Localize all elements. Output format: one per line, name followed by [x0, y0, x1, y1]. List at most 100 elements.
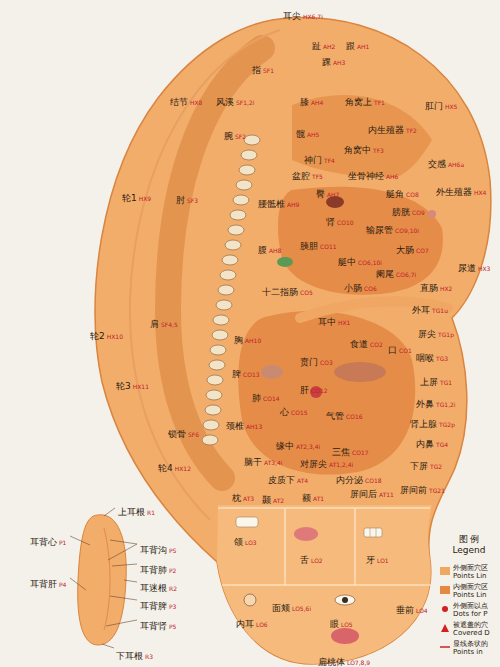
- triangle-symbol: [441, 624, 449, 632]
- point-code: SF3: [187, 197, 198, 204]
- point-name: 小肠: [344, 283, 362, 293]
- lobule: [217, 505, 432, 664]
- point-name: 颞: [262, 495, 271, 505]
- point-label: 艇角CO8: [386, 184, 419, 200]
- point-code: CO2: [370, 341, 383, 348]
- legend-swatch: [440, 586, 450, 594]
- point-name: 扁桃体: [318, 657, 345, 667]
- point-code: HX11: [133, 383, 149, 390]
- point-code: SF1,2i: [236, 99, 254, 106]
- point-code: CO18: [365, 477, 382, 484]
- point-name: 耳尖: [283, 11, 301, 21]
- point-name: 下耳根: [116, 651, 143, 661]
- point-code: CO13: [243, 371, 260, 378]
- point-label: 肺CO14: [252, 388, 280, 404]
- point-name: 肺: [252, 393, 261, 403]
- point-code: CO6: [364, 285, 377, 292]
- point-name: 脑干: [244, 457, 262, 467]
- eye-icon: [335, 595, 355, 605]
- point-code: SF1: [263, 67, 274, 74]
- point-name: 耳迷根: [140, 583, 167, 593]
- point-name: 额: [302, 493, 311, 503]
- point-name: 脾: [232, 369, 241, 379]
- point-label: 臀AH7: [316, 184, 339, 200]
- point-code: SF6: [188, 431, 199, 438]
- legend-text: 显线条状的 Points in: [453, 640, 499, 656]
- point-code: TF4: [324, 157, 335, 164]
- point-name: 神门: [304, 155, 322, 165]
- point-name: 腕: [224, 131, 233, 141]
- point-name: 上屏: [420, 377, 438, 387]
- legend-symbol: [439, 622, 451, 634]
- point-label: 内生殖器TF2: [368, 120, 417, 136]
- point-code: LO5: [341, 621, 353, 628]
- spine: [202, 135, 260, 445]
- inner-ear-icon: [244, 594, 256, 606]
- point-code: HX12: [175, 465, 191, 472]
- point-name: 艇角: [386, 189, 404, 199]
- point-code: CO16: [346, 413, 363, 420]
- point-label: 艇中CO6,10i: [338, 252, 382, 268]
- point-name: 大肠: [396, 245, 414, 255]
- point-label: 小肠CO6: [344, 278, 377, 294]
- point-label: 耳背肾P5: [140, 616, 176, 632]
- point-label: 上屏TG1: [420, 372, 452, 388]
- point-label: 耳中HX1: [318, 312, 350, 328]
- point-name: 耳背脾: [140, 601, 167, 611]
- point-label: 内耳LO6: [236, 614, 268, 630]
- point-name: 角窝上: [345, 97, 372, 107]
- point-name: 肘: [176, 195, 185, 205]
- point-name: 下屏: [410, 461, 428, 471]
- point-name: 指: [252, 65, 261, 75]
- point-label: 面颊LO5,6i: [272, 598, 311, 614]
- point-label: 肾上腺TG2p: [410, 414, 455, 430]
- bladder-icon: [428, 210, 436, 218]
- point-name: 对屏尖: [300, 459, 327, 469]
- point-name: 舌: [300, 555, 309, 565]
- point-label: 肘SF3: [176, 190, 198, 206]
- point-label: 贲门CO3: [300, 352, 333, 368]
- point-label: 腕SF2: [224, 126, 246, 142]
- point-code: LO3: [245, 539, 257, 546]
- point-name: 心: [280, 407, 289, 417]
- point-name: 三焦: [332, 447, 350, 457]
- point-code: CO1: [399, 347, 412, 354]
- point-name: 食道: [350, 339, 368, 349]
- liver-icon: [334, 362, 386, 382]
- point-name: 肾上腺: [410, 419, 437, 429]
- point-label: 额AT1: [302, 488, 324, 504]
- point-name: 轮4: [158, 463, 173, 473]
- point-code: TG3: [436, 355, 448, 362]
- legend-text: 内侧面穴区 Points Lin: [453, 583, 499, 599]
- point-code: HX6,7i: [303, 13, 323, 20]
- gallbladder-icon: [277, 257, 293, 267]
- point-name: 结节: [170, 97, 188, 107]
- point-label: 指SF1: [252, 60, 274, 76]
- point-name: 内分泌: [336, 475, 363, 485]
- point-name: 口: [388, 345, 397, 355]
- point-code: TF3: [373, 147, 384, 154]
- point-label: 枕AT3: [232, 488, 254, 504]
- point-label: 结节HX8: [170, 92, 202, 108]
- outer-ear: [95, 18, 491, 664]
- point-code: CO5: [300, 289, 313, 296]
- point-name: 耳背肺: [140, 565, 167, 575]
- point-code: AH13: [246, 423, 262, 430]
- legend-symbol: [439, 641, 451, 653]
- point-name: 膝: [300, 97, 309, 107]
- point-label: 跟AH1: [346, 36, 369, 52]
- point-label: 阑尾CO6,7i: [376, 264, 416, 280]
- point-code: TG1: [440, 379, 452, 386]
- point-code: HX1: [338, 319, 350, 326]
- point-label: 外鼻TG1,2i: [416, 394, 456, 410]
- legend-row: 内侧面穴区 Points Lin: [438, 583, 500, 601]
- point-code: P2: [169, 567, 176, 574]
- point-name: 上耳根: [118, 507, 145, 517]
- point-name: 尿道: [458, 263, 476, 273]
- point-label: 内鼻TG4: [416, 434, 448, 450]
- point-name: 盆腔: [292, 171, 310, 181]
- point-code: TF5: [312, 173, 323, 180]
- point-label: 耳迷根R2: [140, 578, 177, 594]
- point-label: 舌LO2: [300, 550, 323, 566]
- point-label: 盆腔TF5: [292, 166, 323, 182]
